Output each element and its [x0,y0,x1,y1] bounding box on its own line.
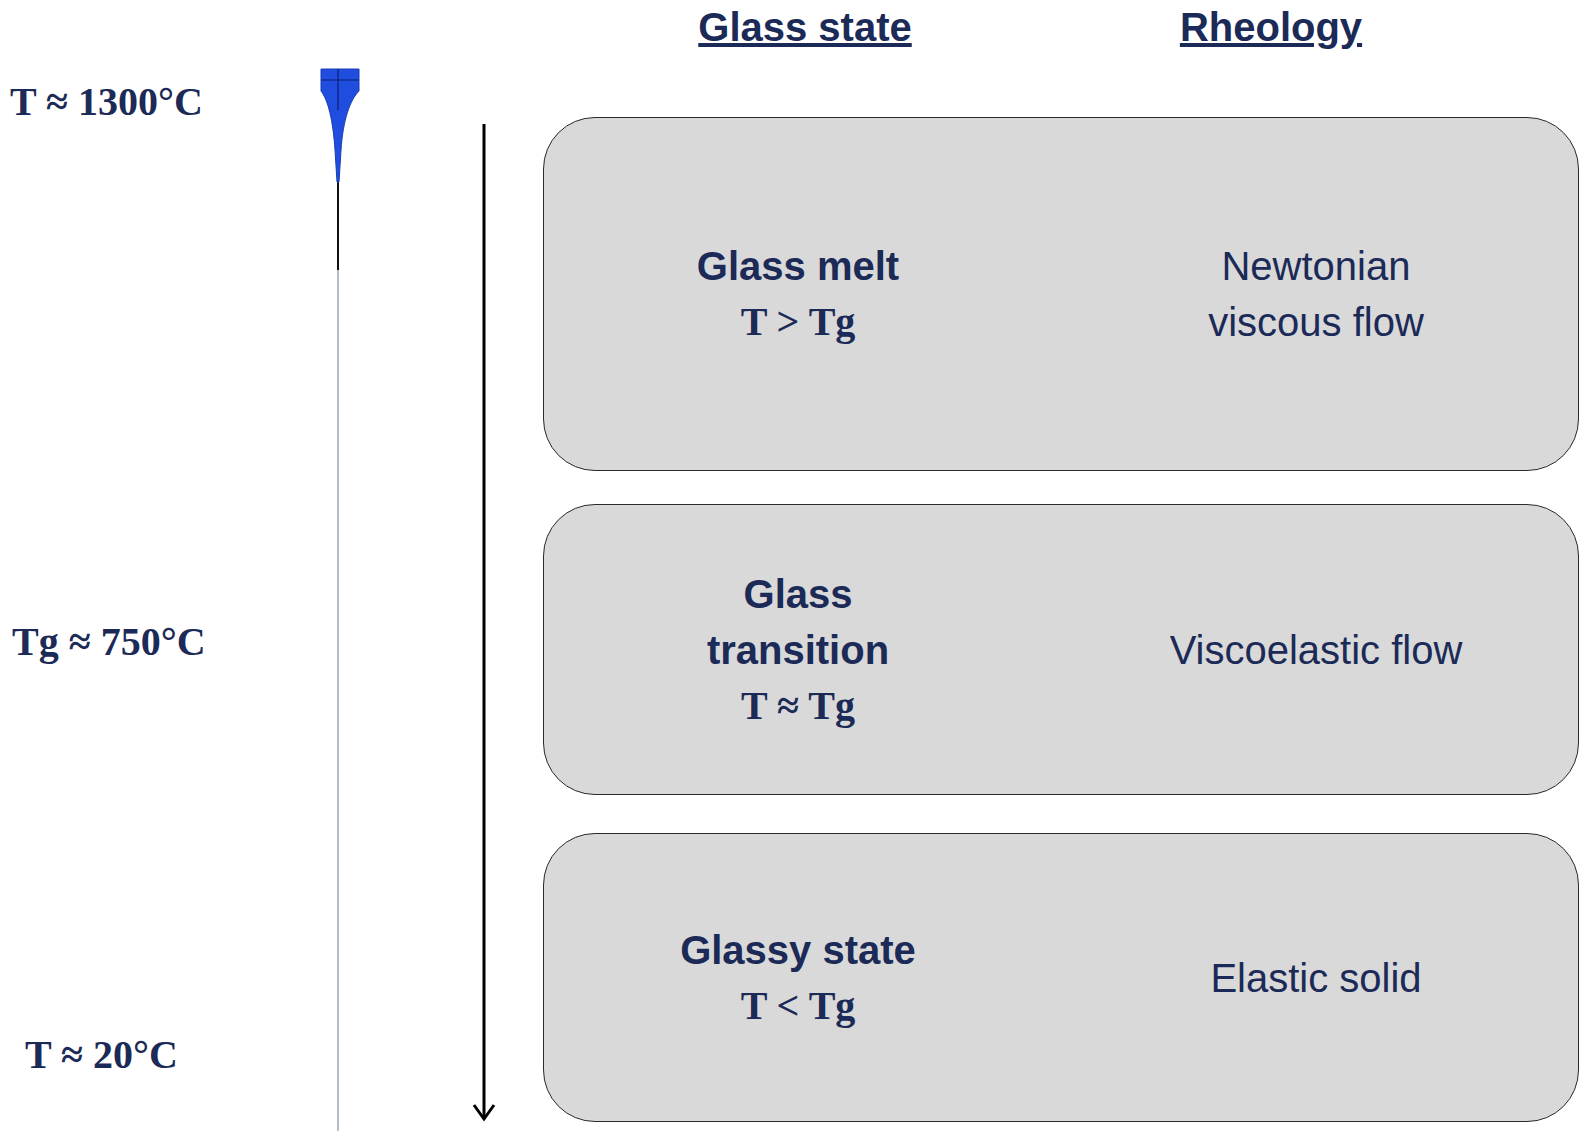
state-column: Glass meltT > Tg [544,118,1052,470]
column-header: Glass state [655,3,955,51]
rheology-column: Viscoelastic flow [1052,505,1580,794]
drop-mesh [337,69,338,110]
cooling-arrow [483,124,486,1119]
state-name: Glassy state [680,922,916,978]
temperature-condition: T ≈ Tg [741,678,855,734]
state-column: Glassy stateT < Tg [544,834,1052,1121]
temperature-label: T ≈ 1300°C [10,78,203,126]
state-box: Glass transitionT ≈ Tg Viscoelastic flow [543,504,1579,795]
column-header: Rheology [1121,3,1421,51]
temperature-label: Tg ≈ 750°C [12,618,206,666]
drop-mesh [321,79,359,80]
rheology-text: Viscoelastic flow [1170,622,1463,678]
rheology-text: Newtonian viscous flow [1171,238,1461,350]
temperature-condition: T < Tg [741,978,856,1034]
cooling-arrowhead [474,1105,494,1119]
temperature-label: T ≈ 20°C [25,1031,178,1079]
rheology-column: Elastic solid [1052,834,1580,1121]
rheology-text: Elastic solid [1210,950,1421,1006]
rheology-column: Newtonian viscous flow [1052,118,1580,470]
fiber-line [337,270,339,1131]
state-name: Glass melt [697,238,899,294]
glass-drop [321,69,359,182]
fiber-line [337,175,339,270]
state-box: Glassy stateT < Tg Elastic solid [543,833,1579,1122]
state-box: Glass meltT > Tg Newtonian viscous flow [543,117,1579,471]
temperature-condition: T > Tg [741,294,856,350]
state-name: Glass transition [678,566,918,678]
state-column: Glass transitionT ≈ Tg [544,505,1052,794]
